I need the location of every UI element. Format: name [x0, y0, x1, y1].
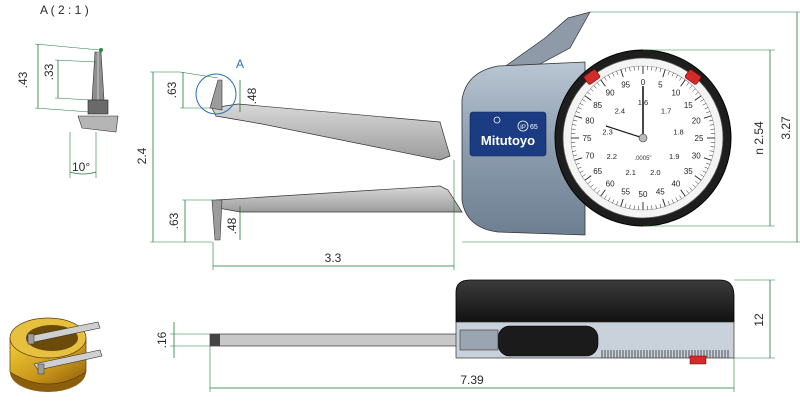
dial-inner-label: 2.2 [607, 152, 617, 161]
dial-inner-label: 2.3 [602, 128, 612, 137]
side-red-marker [690, 356, 706, 364]
side-knob [498, 326, 598, 356]
side-tip [210, 334, 220, 346]
callout-label: A [236, 57, 244, 71]
upper-tip [210, 80, 222, 110]
upper-arm [212, 104, 450, 160]
lower-arm [216, 186, 462, 212]
side-dim-thickness: .16 [155, 331, 169, 348]
main-front-view: A IP 65 Mitutoyo 0 5 10 15 20 25 30 35 40 45 50 55 6… [135, 12, 800, 270]
dial-outer-label: 5 [658, 81, 663, 90]
dial-outer-label: 85 [593, 101, 602, 110]
dial-hub [639, 134, 647, 142]
dial-outer-label: 50 [639, 190, 648, 199]
measured-bore-part [10, 318, 102, 392]
side-dim-total-length: 7.39 [460, 373, 484, 387]
dial-outer-label: 40 [671, 179, 680, 188]
dial-inner-label: 1.9 [669, 152, 679, 161]
dial-outer-label: 65 [593, 167, 602, 176]
dial-outer-label: 75 [583, 134, 592, 143]
dial-resolution: .0005" [634, 156, 651, 162]
dial-outer-label: 95 [621, 81, 630, 90]
dim-reach: 3.3 [325, 251, 342, 265]
dial-outer-label: 20 [692, 117, 701, 126]
dial-outer-label: 30 [692, 151, 701, 160]
dial-outer-label: 70 [585, 151, 594, 160]
dial-inner-label: 2.4 [615, 106, 625, 115]
dim-upper-tip-depth: .48 [245, 87, 259, 104]
detail-dim-33: .33 [42, 63, 56, 80]
dial-outer-label: 15 [684, 101, 693, 110]
side-view: .16 7.39 12 [155, 280, 775, 392]
detail-title: A ( 2 : 1 ) [40, 3, 89, 17]
dial-outer-label: 55 [621, 187, 630, 196]
dial-outer-label: 35 [684, 167, 693, 176]
brand-name: Mitutoyo [481, 133, 535, 148]
dial-outer-label: 80 [585, 117, 594, 126]
dim-arm-span: 2.4 [135, 147, 149, 164]
ip-number: 65 [530, 124, 538, 131]
side-body-top [456, 280, 734, 322]
dial-inner-label: 2.0 [650, 168, 660, 177]
side-arm [210, 334, 460, 346]
detail-view-a: A ( 2 : 1 ) .43 .33 10° [16, 3, 118, 178]
dial-outer-label: 90 [606, 89, 615, 98]
dim-lower-tip-depth: .48 [225, 217, 239, 234]
detail-dim-angle: 10° [72, 160, 90, 174]
detail-probe-tip [78, 48, 118, 132]
dial-outer-label: 45 [656, 187, 665, 196]
dial-outer-label: 25 [695, 134, 704, 143]
dim-dial-dia: n 2.54 [752, 121, 766, 155]
dial-outer-label: 10 [671, 89, 680, 98]
dial-outer-label: 0 [641, 78, 646, 87]
side-lever [460, 330, 498, 350]
dim-lower-tip-len: .63 [167, 212, 181, 229]
dial-inner-label: 1.7 [661, 106, 671, 115]
side-dim-body-height: 12 [752, 313, 766, 327]
dim-upper-tip-len: .63 [165, 81, 179, 98]
ip-label: IP [520, 125, 526, 131]
dim-total-height: 3.27 [779, 116, 793, 140]
dial-inner-label: 1.8 [673, 128, 683, 137]
dial-inner-label: 2.1 [625, 168, 635, 177]
lower-tip [212, 200, 222, 240]
detail-dim-43: .43 [16, 71, 30, 88]
dial-outer-label: 60 [606, 179, 615, 188]
